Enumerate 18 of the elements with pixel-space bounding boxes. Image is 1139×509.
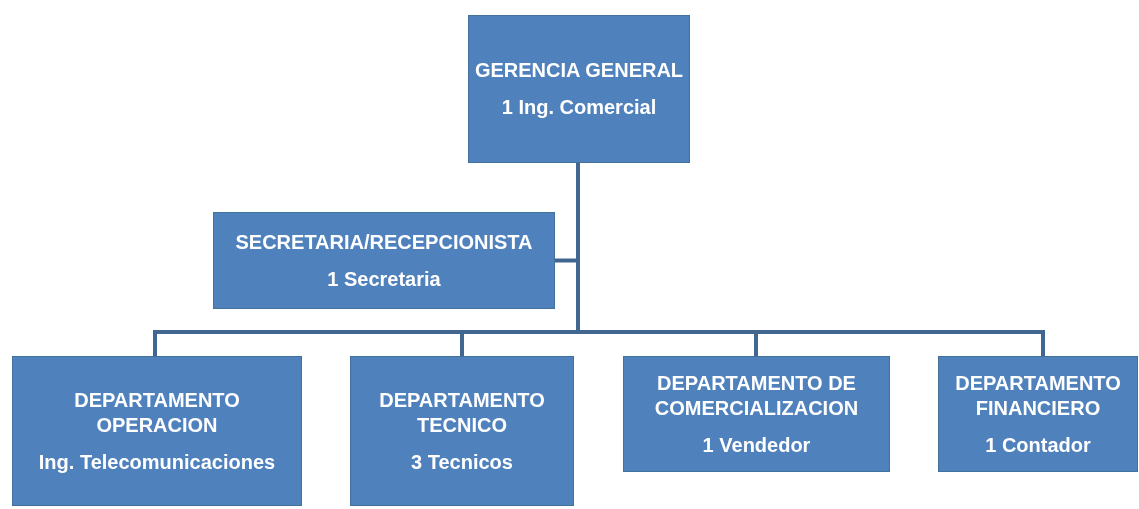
staff-label: Ing. Telecomunicaciones (38, 449, 276, 475)
staff-label: 1 Ing. Comercial (501, 95, 657, 120)
unit-title: DEPARTAMENTO DE COMERCIALIZACION (653, 370, 860, 421)
org-box (12, 356, 302, 506)
unit-title: DEPARTAMENTO FINANCIERO (954, 370, 1122, 421)
staff-label: 1 Vendedor (702, 432, 811, 458)
unit-title: SECRETARIA/RECEPCIONISTA (235, 229, 533, 255)
staff-label: 1 Contador (985, 432, 1091, 458)
org-box (213, 212, 555, 309)
staff-label: 3 Tecnicos (411, 449, 513, 475)
staff-label: 1 Secretaria (327, 266, 441, 292)
org-box (468, 15, 690, 163)
unit-title: DEPARTAMENTO TECNICO (378, 387, 546, 438)
org-box (938, 356, 1138, 472)
unit-title: DEPARTAMENTO OPERACION (73, 387, 241, 438)
org-box (623, 356, 890, 472)
unit-title: GERENCIA GENERAL (474, 58, 684, 83)
org-box (350, 356, 574, 506)
